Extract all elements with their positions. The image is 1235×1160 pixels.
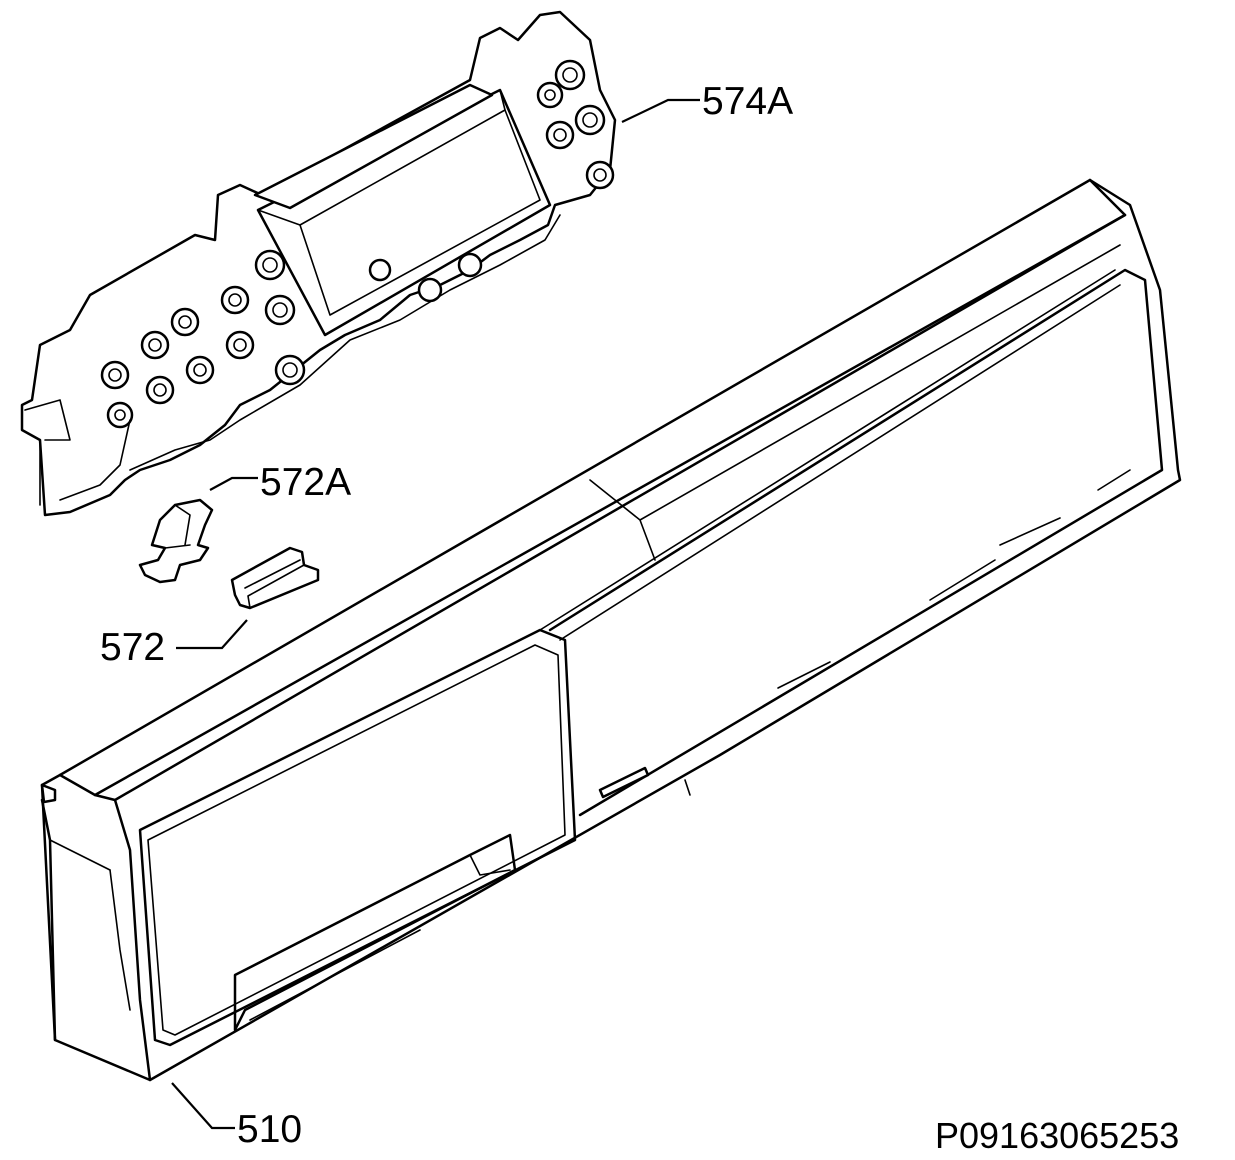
- reference-code: P09163065253: [935, 1115, 1180, 1156]
- part-574A-board-holder: [20, 10, 617, 517]
- callout-572: 572: [100, 626, 166, 669]
- leader-572: [176, 619, 248, 650]
- callout-572A: 572A: [260, 461, 352, 504]
- part-510-control-panel: [40, 178, 1182, 1082]
- part-572A-clip: [138, 498, 214, 584]
- part-572-button: [230, 546, 320, 610]
- callout-574A: 574A: [702, 80, 794, 123]
- leader-572A: [209, 476, 258, 491]
- boss-group: [100, 59, 615, 429]
- leader-lines: [171, 98, 700, 1130]
- callout-510: 510: [237, 1108, 303, 1151]
- leader-510: [171, 1082, 235, 1130]
- leader-574A: [621, 98, 700, 123]
